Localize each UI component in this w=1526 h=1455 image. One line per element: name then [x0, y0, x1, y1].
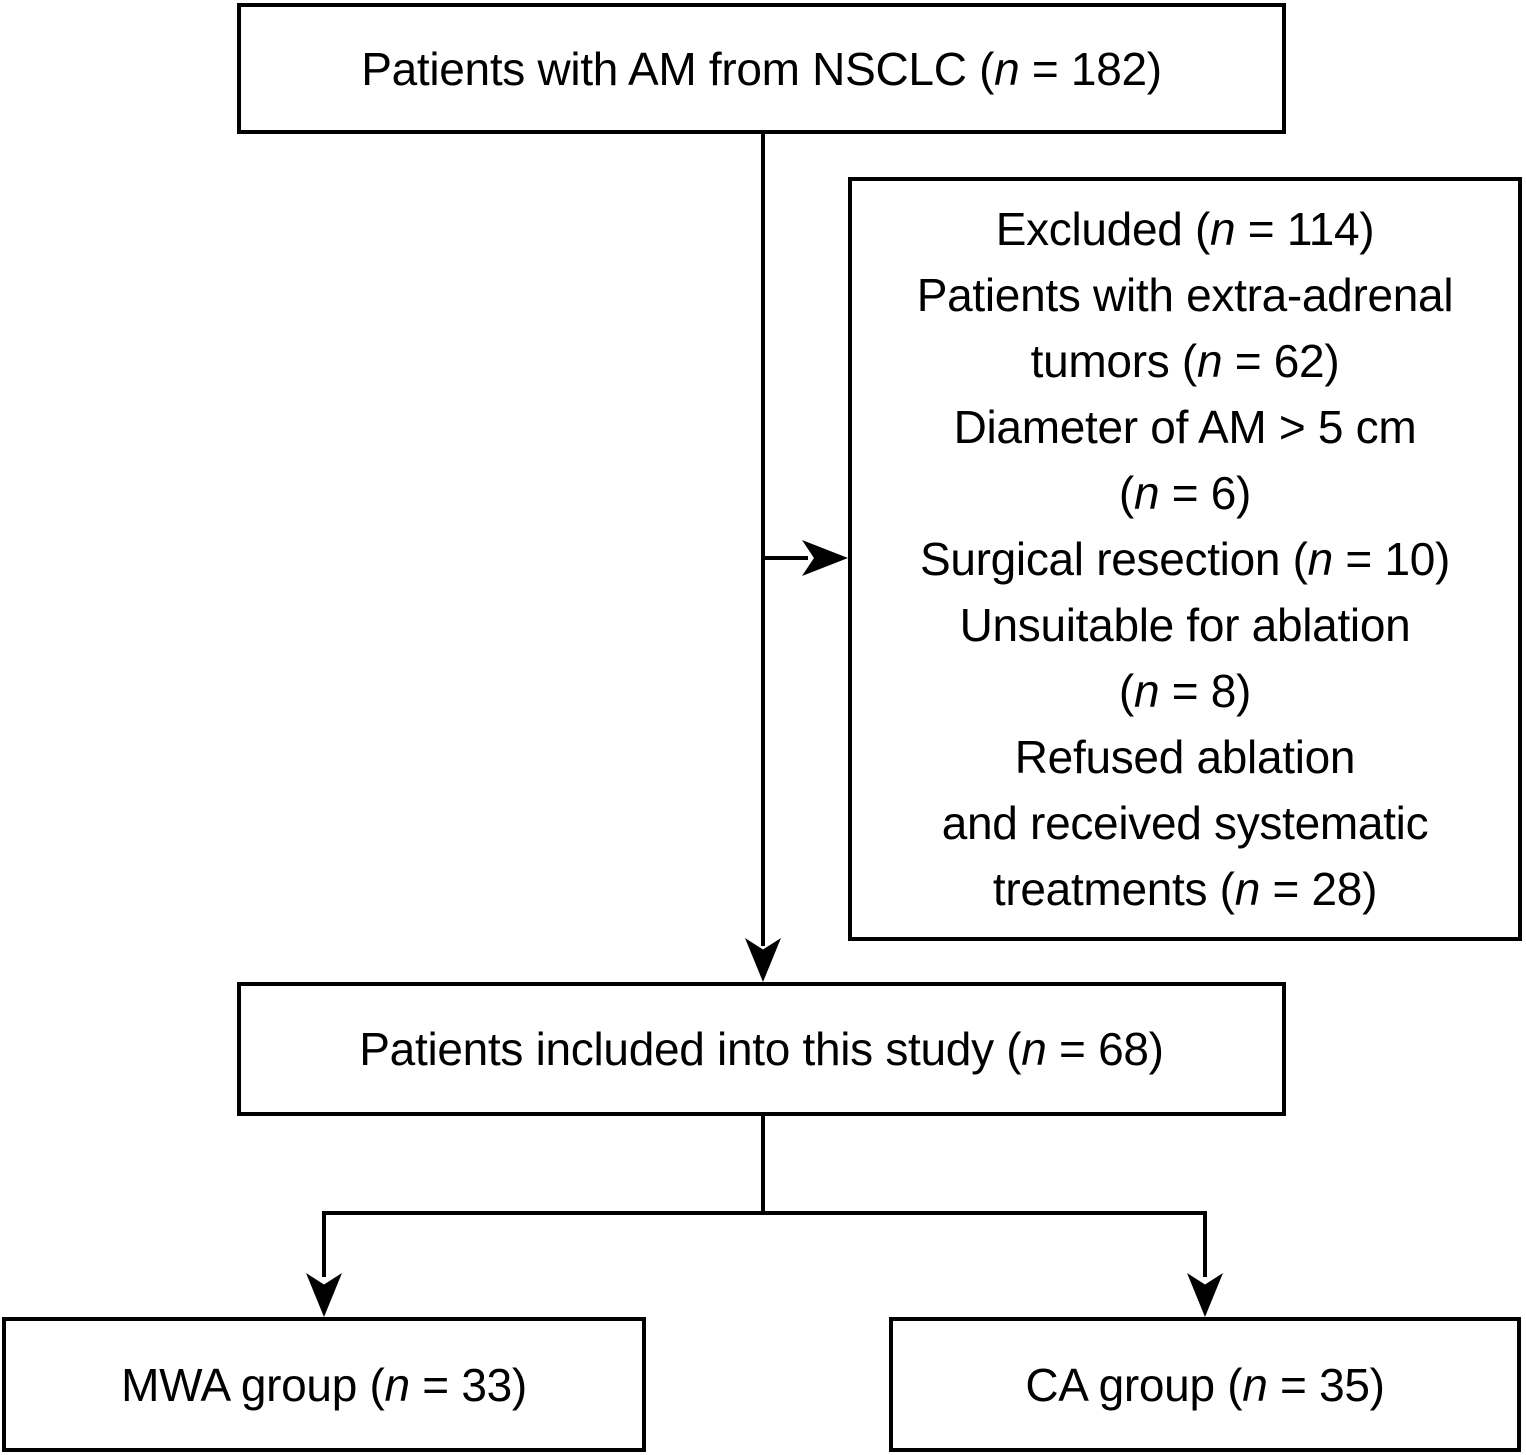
box-text-line: MWA group (n = 33): [121, 1358, 527, 1411]
arrowhead-down-ca-icon: [1187, 1273, 1223, 1317]
box-text-line: and received systematic: [941, 797, 1429, 849]
box-text-line: tumors (n = 62): [1030, 335, 1340, 387]
box-text-line: Surgical resection (n = 10): [919, 533, 1451, 585]
box-text-line: Patients with extra-adrenal: [916, 269, 1454, 321]
box-text-line: Excluded (n = 114): [995, 203, 1375, 255]
box-text-line: Patients included into this study (n = 6…: [359, 1023, 1164, 1075]
box-text-line: (n = 6): [1118, 467, 1252, 519]
connector-branch-horizontal: [322, 1211, 1207, 1215]
box-text-line: Patients with AM from NSCLC (n = 182): [361, 42, 1162, 95]
box-text-line: Refused ablation: [1014, 731, 1356, 783]
box-text-line: Diameter of AM > 5 cm: [953, 401, 1417, 453]
box-text-line: Unsuitable for ablation: [959, 599, 1411, 651]
box-patients-included: Patients included into this study (n = 6…: [237, 982, 1286, 1116]
arrowhead-right-excluded-icon: [802, 540, 848, 576]
box-text-line: (n = 8): [1118, 665, 1252, 717]
box-patients-am-nsclc: Patients with AM from NSCLC (n = 182): [237, 3, 1286, 134]
arrowhead-down-mwa-icon: [306, 1273, 342, 1317]
connector-branch-vertical: [761, 1116, 765, 1215]
box-text-line: CA group (n = 35): [1025, 1358, 1385, 1411]
connector-main-vertical: [761, 134, 765, 946]
box-text-line: treatments (n = 28): [992, 863, 1378, 915]
connector-excluded-horizontal: [763, 556, 808, 560]
connector-right-branch: [1203, 1211, 1207, 1277]
box-ca-group: CA group (n = 35): [889, 1317, 1521, 1452]
box-mwa-group: MWA group (n = 33): [2, 1317, 646, 1452]
box-excluded: Excluded (n = 114) Patients with extra-ad…: [848, 177, 1522, 941]
connector-left-branch: [322, 1211, 326, 1277]
